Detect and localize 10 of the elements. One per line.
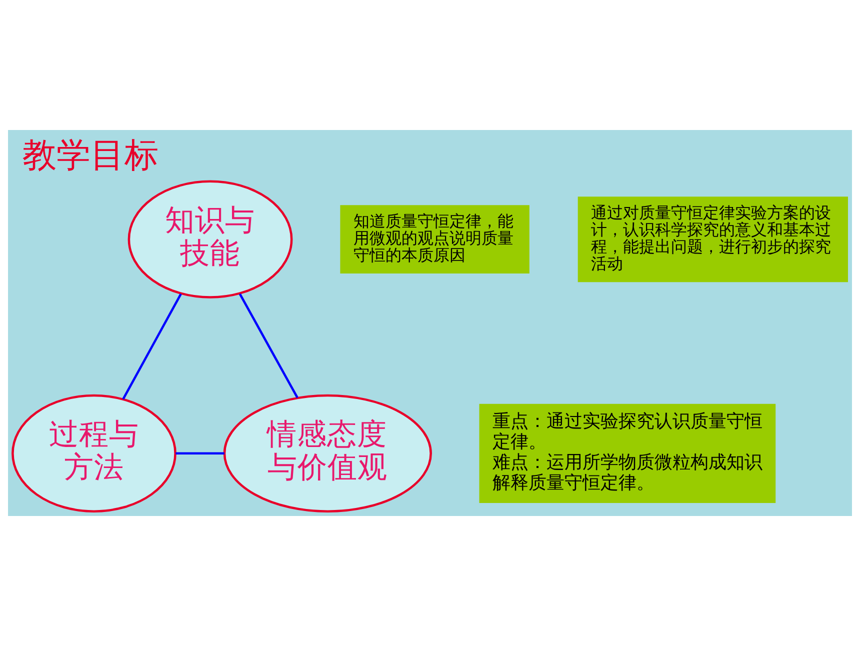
node-box: 通过对质量守恒定律实验方案的设计，认识科学探究的意义和基本过程，能提出问题，进行初步的探究活动 xyxy=(578,196,848,282)
node-ellipse: 过程与方法 xyxy=(12,394,176,512)
connector xyxy=(122,292,182,400)
node-ellipse: 情感态度与价值观 xyxy=(223,394,432,512)
diagram-title: 教学目标 xyxy=(22,134,159,175)
node-box: 知道质量守恒定律，能用微观的观点说明质量守恒的本质原因 xyxy=(340,204,530,274)
node-box: 重点：通过实验探究认识质量守恒定律。 难点：运用所学物质微粒构成知识解释质量守恒定律。 xyxy=(479,403,776,502)
connector xyxy=(238,292,298,398)
connector xyxy=(176,452,224,454)
node-ellipse: 知识与技能 xyxy=(128,180,293,298)
